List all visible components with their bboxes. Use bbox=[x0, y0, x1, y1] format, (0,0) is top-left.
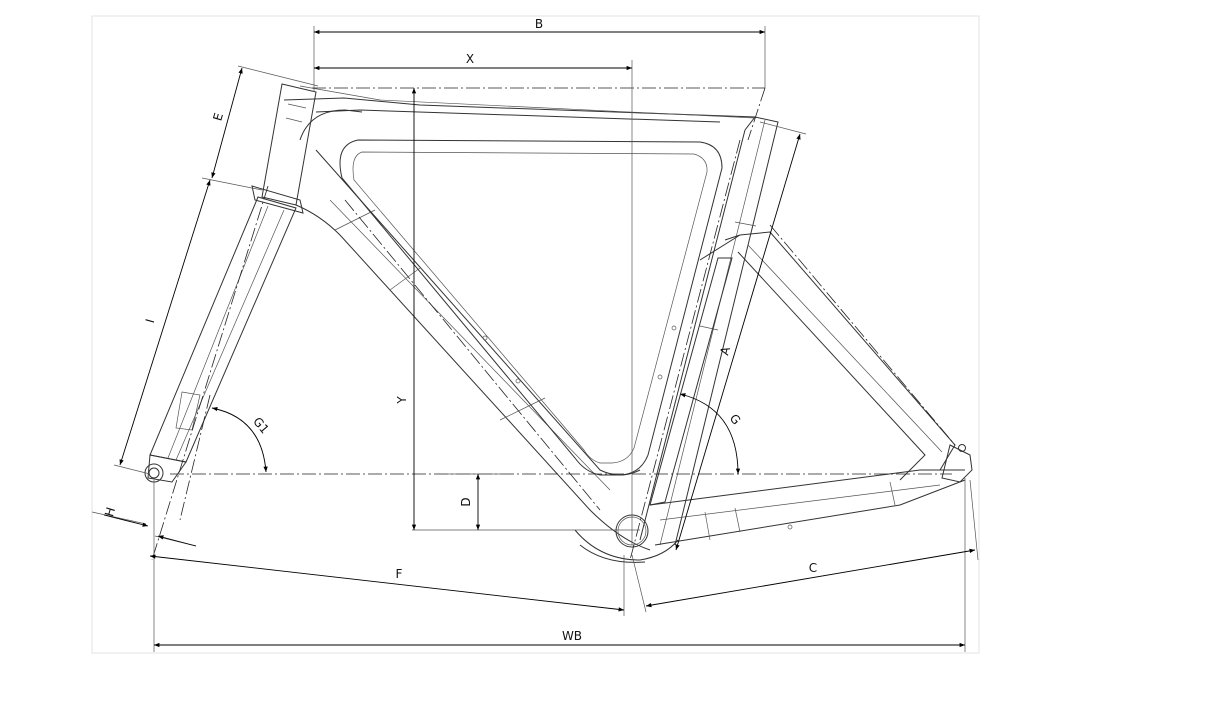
label-wb: WB bbox=[562, 629, 582, 643]
label-b: B bbox=[535, 17, 543, 31]
dimension-h-left bbox=[103, 514, 149, 527]
dimension-c bbox=[645, 548, 976, 608]
rear-dropout bbox=[941, 444, 973, 483]
label-e: E bbox=[210, 111, 226, 122]
dimension-h-right bbox=[157, 535, 197, 547]
down-tube-center-line bbox=[344, 199, 601, 511]
dimension-e bbox=[211, 67, 243, 179]
label-c: C bbox=[809, 561, 817, 575]
label-y: Y bbox=[395, 396, 409, 405]
steering-axis-line bbox=[151, 185, 269, 561]
dimension-a bbox=[675, 133, 801, 551]
label-d: D bbox=[459, 497, 473, 506]
dimension-f bbox=[149, 554, 625, 612]
label-f: F bbox=[396, 567, 403, 581]
angle-g-arc bbox=[679, 393, 741, 475]
seat-tube-axis-extension bbox=[747, 87, 766, 141]
drawing-sheet bbox=[91, 15, 980, 654]
label-x: X bbox=[466, 52, 474, 66]
label-h: H bbox=[102, 506, 118, 519]
seat-stay-center-line bbox=[769, 224, 956, 446]
dimension-i bbox=[119, 179, 211, 466]
angle-g1-arc bbox=[211, 406, 268, 473]
dimensions bbox=[103, 29, 976, 648]
label-i: I bbox=[143, 317, 157, 324]
